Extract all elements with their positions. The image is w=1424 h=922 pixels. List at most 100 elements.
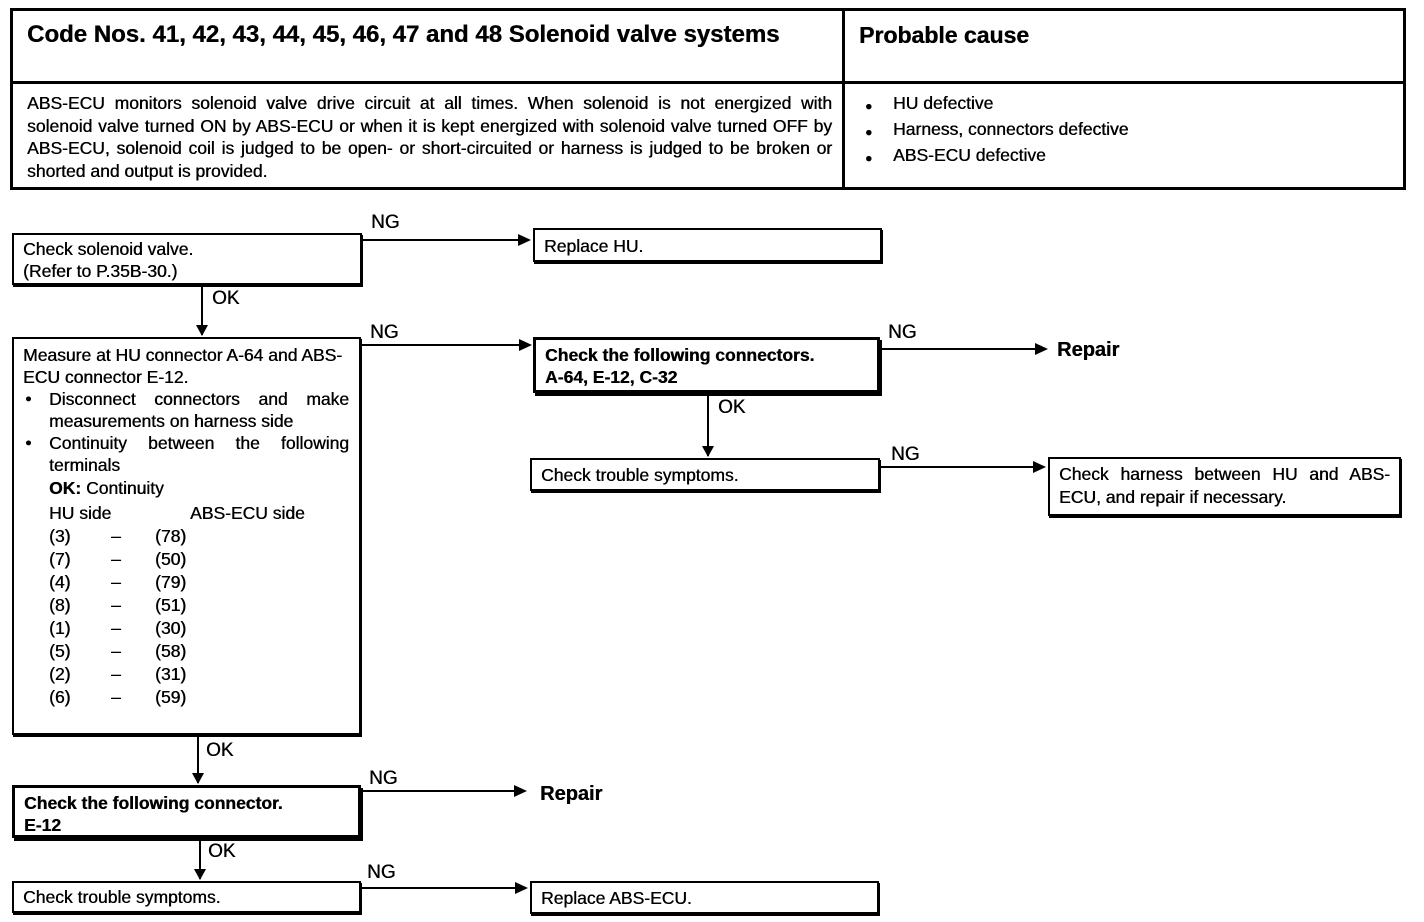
box-text-line: Replace ABS-ECU. [541, 888, 692, 908]
arrow-right-icon [880, 343, 1048, 355]
box-text-line: Check the following connectors. [545, 345, 815, 365]
measure-bullet-text: Disconnect connectors and make measureme… [49, 389, 349, 431]
terminal-pair-row: (1) – (30) [23, 617, 350, 640]
ok-label: OK [206, 740, 234, 761]
ng-label: NG [370, 322, 399, 343]
box-text-line: Replace HU. [544, 236, 644, 256]
cause-item: ● HU defective [859, 92, 1389, 118]
dash: – [111, 641, 121, 661]
ecu-terminal: (58) [155, 641, 187, 661]
terminal-pair-row: (7) – (50) [23, 548, 350, 571]
box-text: Check harness between HU and ABS-ECU, an… [1059, 464, 1390, 507]
ecu-terminal: (51) [155, 595, 187, 615]
ng-label: NG [891, 444, 920, 465]
arrow-down-icon [194, 838, 206, 880]
replace-hu-box: Replace HU. [533, 228, 882, 262]
repair-label: Repair [540, 783, 603, 805]
cause-text: ABS-ECU defective [893, 145, 1046, 165]
box-text-line: E-12 [24, 815, 61, 835]
check-solenoid-valve-box: Check solenoid valve. (Refer to P.35B-30… [12, 233, 362, 285]
cause-text: HU defective [893, 93, 994, 113]
terminal-pair-row: (6) – (59) [23, 686, 350, 709]
ecu-terminal: (31) [155, 664, 187, 684]
measure-intro: Measure at HU connector A-64 and ABS-ECU… [23, 345, 343, 387]
ok-value: Continuity [85, 478, 164, 498]
arrow-right-icon [361, 882, 528, 894]
ecu-terminal: (30) [155, 618, 187, 638]
terminal-pair-row: (8) – (51) [23, 594, 350, 617]
measure-bullet-item: ● Disconnect connectors and make measure… [23, 388, 350, 432]
repair-label: Repair [1057, 339, 1120, 361]
abs-ecu-side-header: ABS-ECU side [190, 503, 305, 523]
arrow-right-icon [880, 461, 1046, 473]
arrow-right-icon [361, 785, 527, 797]
arrow-down-icon [192, 735, 204, 784]
hu-terminal: (4) [49, 572, 71, 592]
dash: – [111, 549, 121, 569]
box-text-line: Check trouble symptoms. [23, 887, 221, 907]
check-trouble-symptoms-box: Check trouble symptoms. [12, 881, 361, 913]
dash: – [111, 595, 121, 615]
dash: – [111, 664, 121, 684]
bullet-dot-icon: ● [865, 125, 873, 139]
cause-item: ● ABS-ECU defective [859, 144, 1389, 170]
ecu-terminal: (78) [155, 526, 187, 546]
bullet-dot-icon: ● [865, 151, 873, 165]
bullet-dot-icon: ● [25, 437, 32, 449]
terminal-pair-row: (5) – (58) [23, 640, 350, 663]
terminal-pair-row: (2) – (31) [23, 663, 350, 686]
ok-label: OK [208, 841, 236, 862]
ng-label: NG [367, 862, 396, 883]
cause-text: Harness, connectors defective [893, 119, 1129, 139]
code-title: Code Nos. 41, 42, 43, 44, 45, 46, 47 and… [13, 11, 845, 84]
box-text-line: A-64, E-12, C-32 [545, 367, 678, 387]
ng-label: NG [371, 212, 400, 233]
cause-item: ● Harness, connectors defective [859, 118, 1389, 144]
bullet-dot-icon: ● [25, 393, 32, 405]
measure-bullet-item: ● Continuity between the following termi… [23, 432, 350, 476]
measure-bullet-text: Continuity between the following termina… [49, 433, 349, 475]
probable-cause-list: ● HU defective ● Harness, connectors def… [845, 84, 1403, 188]
box-text-line: Check the following connector. [24, 793, 283, 813]
hu-terminal: (7) [49, 549, 71, 569]
hu-terminal: (3) [49, 526, 71, 546]
ok-label: OK [718, 397, 746, 418]
terminal-pair-row: (4) – (79) [23, 571, 350, 594]
arrow-right-icon [361, 339, 532, 351]
ok-label: OK [212, 288, 240, 309]
terminal-pair-row: (3) – (78) [23, 525, 350, 548]
box-text-line: (Refer to P.35B-30.) [23, 261, 178, 281]
check-harness-box: Check harness between HU and ABS-ECU, an… [1048, 457, 1401, 516]
dash: – [111, 572, 121, 592]
ng-label: NG [369, 768, 398, 789]
ok-condition-line: OK: Continuity [23, 477, 350, 499]
arrow-down-icon [196, 283, 208, 336]
ecu-terminal: (59) [155, 687, 187, 707]
measure-connectors-box: Measure at HU connector A-64 and ABS-ECU… [12, 337, 361, 735]
check-trouble-symptoms-box: Check trouble symptoms. [530, 458, 880, 491]
ecu-terminal: (50) [155, 549, 187, 569]
ok-key: OK: [49, 478, 82, 498]
dash: – [111, 526, 121, 546]
box-text-line: Check trouble symptoms. [541, 465, 739, 485]
hu-terminal: (5) [49, 641, 71, 661]
ng-label: NG [888, 322, 917, 343]
hu-terminal: (6) [49, 687, 71, 707]
check-connector-e12-box: Check the following connector. E-12 [12, 785, 361, 838]
hu-terminal: (1) [49, 618, 71, 638]
box-text-line: Check solenoid valve. [23, 239, 194, 259]
hu-side-header: HU side [49, 503, 112, 523]
dash: – [111, 618, 121, 638]
probable-cause-title: Probable cause [845, 11, 1403, 84]
bullet-dot-icon: ● [865, 99, 873, 113]
code-description: ABS-ECU monitors solenoid valve drive ci… [13, 84, 845, 188]
hu-terminal: (2) [49, 664, 71, 684]
dash: – [111, 687, 121, 707]
hu-terminal: (8) [49, 595, 71, 615]
ecu-terminal: (79) [155, 572, 187, 592]
arrow-down-icon [702, 393, 714, 457]
code-header-table: Code Nos. 41, 42, 43, 44, 45, 46, 47 and… [10, 8, 1406, 190]
arrow-right-icon [362, 234, 531, 246]
terminal-table-header: HU side ABS-ECU side [23, 501, 350, 525]
